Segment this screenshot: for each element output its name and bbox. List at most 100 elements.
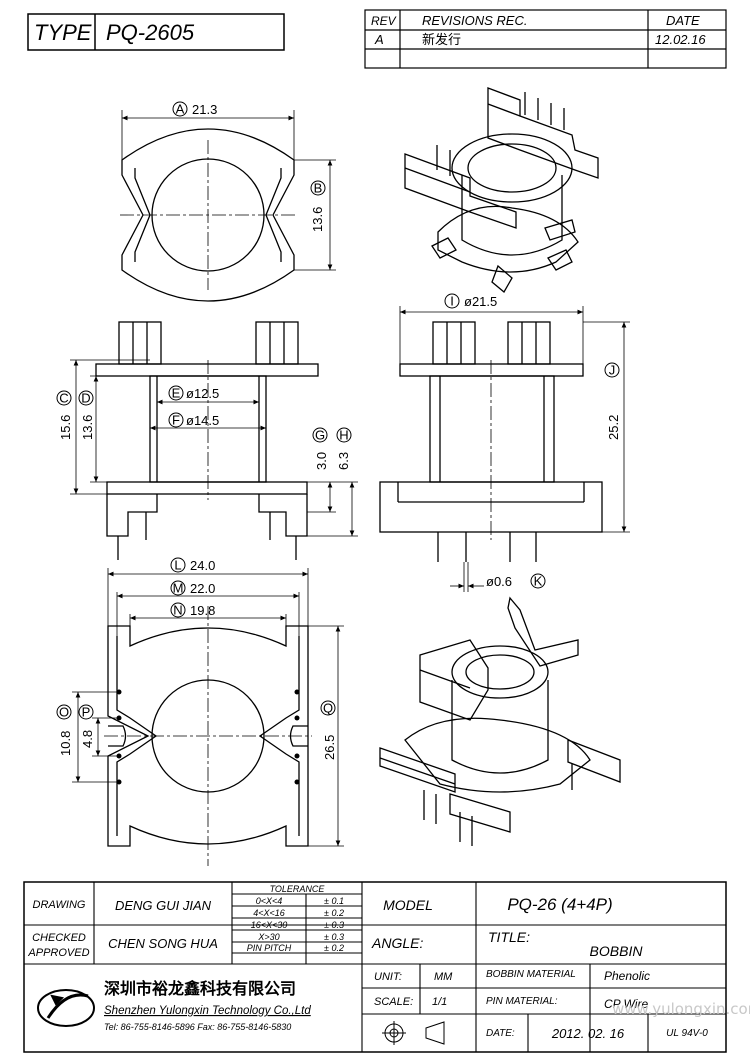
dim-F-marker (168, 412, 184, 428)
tol-value-2: ± 0.3 (324, 920, 344, 930)
top-view (120, 128, 296, 302)
dim-P-marker (78, 704, 94, 720)
tol-value-1: ± 0.2 (324, 908, 344, 918)
dim-F-value: ø14.5 (186, 413, 219, 428)
dim-I (399, 306, 584, 364)
dim-O-value: 10.8 (58, 731, 73, 756)
dim-C-value: 15.6 (58, 415, 73, 440)
unit-label: UNIT: (374, 971, 402, 983)
dim-A-marker (172, 101, 188, 117)
dim-H-letter: H (339, 428, 348, 443)
title-label: TITLE: (488, 929, 530, 945)
company-name-en: Shenzhen Yulongxin Technology Co.,Ltd (104, 1005, 311, 1017)
dim-C-D (70, 359, 150, 495)
scale-value: 1/1 (432, 996, 447, 1008)
dim-N-letter: N (173, 603, 182, 618)
dim-J-value: 25.2 (606, 415, 621, 440)
dim-O-P (72, 691, 119, 783)
dim-Q-marker (320, 700, 336, 716)
checked-value: CHEN SONG HUA (108, 936, 218, 951)
bobbin-material-label: BOBBIN MATERIAL (486, 969, 576, 980)
dim-N-marker (170, 602, 186, 618)
dim-B (294, 159, 336, 271)
dim-D-letter: D (81, 391, 90, 406)
dim-K-marker (530, 573, 546, 589)
dim-Q-value: 26.5 (322, 735, 337, 760)
dim-H-value: 6.3 (336, 452, 351, 470)
dim-P-letter: P (82, 705, 91, 720)
dim-B-marker (310, 180, 326, 196)
approved-label: APPROVED (27, 947, 89, 959)
dim-K (450, 562, 484, 592)
dim-E-letter: E (172, 386, 181, 401)
dim-Q-letter: Q (323, 701, 333, 716)
revisions-label: REVISIONS REC. (422, 13, 527, 28)
drawing-label: DRAWING (33, 899, 86, 911)
dim-F-letter: F (172, 413, 180, 428)
dim-I-value: ø21.5 (464, 294, 497, 309)
dim-E-F (150, 399, 266, 431)
dim-K-value: ø0.6 (486, 574, 512, 589)
tol-range-3: X>30 (257, 932, 279, 942)
tol-range-1: 4<X<16 (253, 908, 285, 918)
model-value: PQ-26 (4+4P) (507, 895, 612, 914)
company-logo (37, 989, 95, 1027)
title-value: BOBBIN (590, 943, 644, 959)
dim-O-letter: O (59, 705, 69, 720)
dim-L-value: 24.0 (190, 558, 215, 573)
dim-L-M-N (107, 568, 309, 636)
dim-M-letter: M (173, 581, 184, 596)
checked-label: CHECKED (32, 932, 86, 944)
dim-M-value: 22.0 (190, 581, 215, 596)
dim-A (121, 110, 295, 160)
dim-C-letter: C (59, 391, 68, 406)
dim-J-marker (604, 362, 620, 378)
rev-date: 12.02.16 (655, 32, 706, 47)
drawing-value: DENG GUI JIAN (115, 898, 212, 913)
angle-label: ANGLE: (371, 935, 423, 951)
dim-G-H (307, 481, 358, 537)
date-label: DATE: (486, 1028, 515, 1039)
dim-J (583, 321, 630, 533)
pin-material-label: PIN MATERIAL: (486, 996, 558, 1007)
rev-label: REV (371, 14, 397, 28)
dim-A-value: 21.3 (192, 102, 217, 117)
isometric-view-top (404, 87, 599, 293)
unit-value: MM (434, 971, 453, 983)
tolerance-label: TOLERANCE (270, 884, 326, 894)
dim-G-letter: G (315, 428, 325, 443)
dim-I-letter: I (450, 294, 454, 309)
tol-range-4: PIN PITCH (247, 943, 292, 953)
dim-K-letter: K (534, 574, 543, 589)
dim-L-letter: L (174, 558, 181, 573)
dim-A-letter: A (176, 102, 185, 117)
dim-O-marker (56, 704, 72, 720)
dim-B-letter: B (314, 181, 323, 196)
tol-range-0: 0<X<4 (256, 896, 283, 906)
watermark: www.yulongxin.com (612, 1000, 750, 1018)
dim-J-letter: J (609, 363, 616, 378)
dim-C-marker (56, 390, 72, 406)
dim-E-marker (168, 385, 184, 401)
type-value: PQ-2605 (106, 20, 195, 45)
dim-P-value: 4.8 (80, 730, 95, 748)
dim-H-marker (336, 427, 352, 443)
pin-material-value: CP Wire (604, 997, 648, 1011)
dim-N-value: 19.8 (190, 603, 215, 618)
tol-value-0: ± 0.1 (324, 896, 344, 906)
ul-rating: UL 94V-0 (666, 1028, 708, 1039)
revision-box (364, 9, 727, 69)
side-view (379, 321, 603, 562)
projection-symbol (382, 1021, 445, 1045)
company-name-cn: 深圳市裕龙鑫科技有限公司 (104, 979, 296, 998)
front-view (95, 321, 319, 560)
title-block-frame (23, 881, 727, 1053)
dim-L-marker (170, 557, 186, 573)
title-block-grid (24, 882, 726, 1052)
type-box (27, 13, 285, 51)
tol-range-2: 16<X<30 (251, 920, 288, 930)
isometric-view-bottom (379, 596, 621, 846)
type-label: TYPE (34, 20, 92, 45)
scale-label: SCALE: (374, 996, 413, 1008)
